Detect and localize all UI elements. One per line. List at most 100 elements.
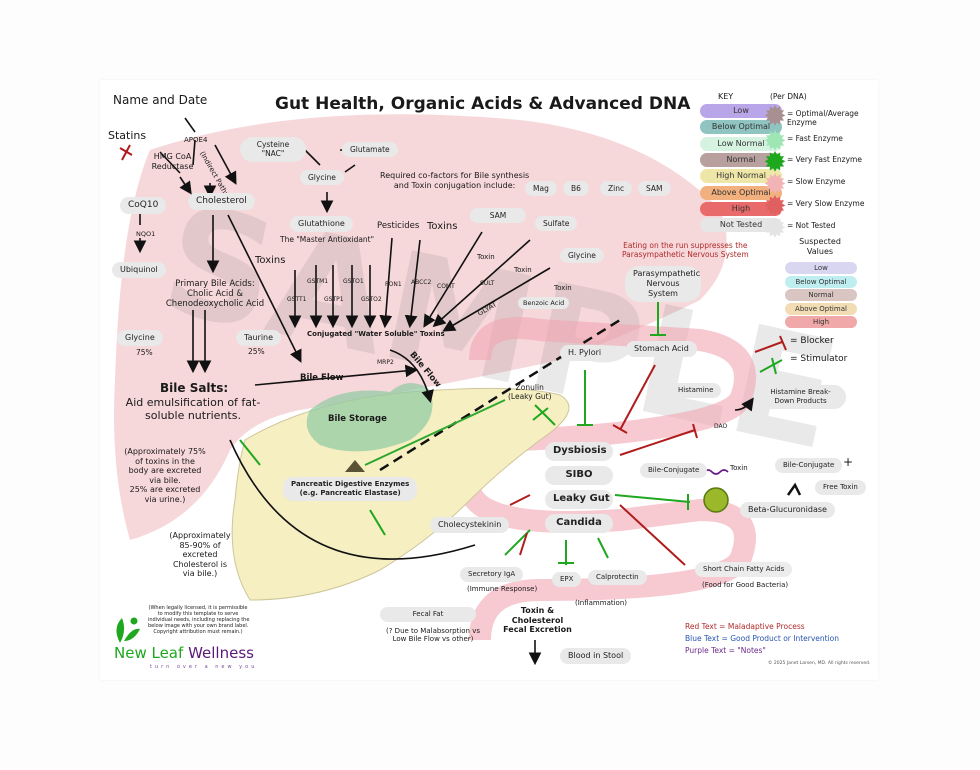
brand-name-green: New Leaf bbox=[114, 644, 184, 662]
statins-label: Statins bbox=[108, 129, 147, 142]
primary-bile-acids-line: Cholic Acid & bbox=[186, 289, 244, 300]
toxin-label-a: Toxin bbox=[477, 253, 495, 261]
key-item: High Normal bbox=[700, 169, 782, 184]
gsto2-enzyme: GSTO2 bbox=[361, 296, 382, 303]
free-toxin-node: Free Toxin bbox=[815, 480, 866, 495]
pancreatic-enzymes-node: Pancreatic Digestive Enzymes (e.g. Pancr… bbox=[283, 477, 418, 501]
conjugated-toxins-label: Conjugated "Water Soluble" Toxins bbox=[307, 330, 445, 338]
primary-bile-acids-line: Chenodeoxycholic Acid bbox=[165, 299, 265, 310]
brand-logo: New Leaf Wellness bbox=[114, 644, 254, 662]
fecal-fat-note-line: Low Bile Flow vs other) bbox=[392, 635, 474, 644]
name-and-date-label[interactable]: Name and Date bbox=[113, 93, 208, 107]
fecal-excretion-line: Toxin & bbox=[520, 606, 555, 615]
gstm1-enzyme: GSTM1 bbox=[307, 278, 329, 285]
bile-salts-line: soluble nutrients. bbox=[145, 409, 241, 423]
purple-text-legend: Purple Text = "Notes" bbox=[685, 646, 766, 655]
glycine-conj-node: Glycine bbox=[560, 248, 604, 264]
dao-enzyme: DAO bbox=[714, 423, 728, 430]
glutamate-node: Glutamate bbox=[342, 142, 398, 158]
cofactors-line: and Toxin conjugation include: bbox=[393, 180, 516, 190]
condition-dysbiosis: Dysbiosis bbox=[545, 442, 613, 461]
dna-key-label: = Not Tested bbox=[787, 221, 836, 230]
gstp1-enzyme: GSTP1 bbox=[324, 296, 344, 303]
secretory-iga-node: Secretory IgA bbox=[460, 567, 524, 582]
dna-key-label: = Optimal/Average Enzyme bbox=[787, 109, 859, 127]
cholesterol-node: Cholesterol bbox=[188, 193, 255, 211]
dna-key-label: = Very Slow Enzyme bbox=[787, 199, 865, 208]
cholesterol-note-line: excreted bbox=[182, 550, 218, 560]
calprotectin-node: Calprotectin bbox=[588, 570, 647, 585]
zonulin-label: Zonulin bbox=[515, 383, 544, 392]
benzoic-acid-node: Benzoic Acid bbox=[518, 297, 570, 310]
plus-sign: + bbox=[843, 455, 854, 469]
blocker-legend: = Blocker bbox=[790, 336, 834, 346]
nqo1-enzyme: NQO1 bbox=[136, 230, 156, 238]
page-title: Gut Health, Organic Acids & Advanced DNA bbox=[275, 94, 691, 114]
suspected-title-line: Values bbox=[806, 246, 834, 256]
fecal-fat-note-line: (? Due to Malabsorption vs bbox=[386, 627, 480, 635]
cofactors-note: Required co-factors for Bile synthesis a… bbox=[380, 171, 529, 190]
key-item: Normal bbox=[700, 152, 782, 167]
gallbladder-shape bbox=[306, 382, 433, 452]
license-note-line: to modify this template to serve bbox=[157, 611, 239, 617]
cholesterol-note-line: via bile.) bbox=[182, 569, 218, 579]
fecal-fat-note: (? Due to Malabsorption vs Low Bile Flow… bbox=[383, 627, 483, 644]
sam-node: SAM bbox=[470, 208, 526, 224]
toxin-label-b: Toxin bbox=[514, 266, 532, 274]
scfa-label: Short Chain Fatty Acids bbox=[703, 565, 785, 573]
bile-salts-line: Aid emulsification of fat- bbox=[125, 396, 261, 409]
dna-key-label: = Fast Enzyme bbox=[787, 134, 843, 143]
condition-candida: Candida bbox=[545, 514, 613, 533]
stimulator-legend: = Stimulator bbox=[790, 354, 848, 364]
master-antioxidant-label: The "Master Antioxidant" bbox=[280, 235, 375, 244]
beta-glucuronidase-node: Beta-Glucuronidase bbox=[740, 502, 835, 518]
enzyme-star-icon bbox=[763, 103, 787, 130]
comt-enzyme: COMT bbox=[437, 283, 455, 290]
toxin-label-c: Toxin bbox=[554, 284, 572, 292]
fecal-fat-node: Fecal Fat bbox=[380, 607, 476, 622]
pancreatic-line: (e.g. Pancreatic Elastase) bbox=[299, 488, 401, 497]
enzyme-star-icon bbox=[763, 149, 787, 176]
toxins-note-line: via urine.) bbox=[144, 494, 186, 504]
gsto1-enzyme: GSTO1 bbox=[343, 278, 364, 285]
bile-storage-label: Bile Storage bbox=[328, 414, 387, 424]
copyright-text: © 2025 Janet Larsen, MD. All rights rese… bbox=[768, 661, 871, 666]
taurine-node: Taurine bbox=[236, 330, 282, 346]
hmg-coa-enzyme: HMG CoA Reductase bbox=[151, 152, 194, 171]
bacteria-icon bbox=[703, 487, 729, 513]
pancreatic-line: Pancreatic Digestive Enzymes bbox=[291, 480, 410, 488]
scfa-note: (Food for Good Bacteria) bbox=[702, 581, 789, 589]
condition-leaky-gut: Leaky Gut bbox=[545, 490, 613, 509]
license-note-line: (When legally licensed, it is permissibl… bbox=[148, 605, 248, 611]
histamine-node: Histamine bbox=[670, 383, 722, 398]
sulfate-node: Sulfate bbox=[535, 216, 578, 232]
cofactor-mag: Mag bbox=[525, 181, 557, 197]
cholesterol-note-line: 85-90% of bbox=[179, 540, 221, 550]
brand-name-purple: Wellness bbox=[188, 644, 254, 662]
brand-tagline: turn over a new you bbox=[150, 664, 258, 670]
eating-note: Eating on the run suppresses the Parasym… bbox=[622, 241, 749, 259]
suspected-value-item: Above Optimal bbox=[785, 302, 857, 315]
sult-enzyme: SULT bbox=[480, 280, 495, 287]
glycine-percent: 75% bbox=[136, 348, 153, 357]
zonulin-node: Zonulin (Leaky Gut) bbox=[508, 383, 552, 401]
toxins-note-line: (Approximately 75% bbox=[124, 447, 206, 456]
pesticides-label: Pesticides bbox=[377, 221, 420, 231]
eating-note-line: Eating on the run suppresses the bbox=[623, 241, 748, 250]
eating-note-line: Parasympathetic Nervous System bbox=[622, 250, 749, 259]
key-item: Low Normal bbox=[700, 136, 782, 151]
key-item: Low bbox=[700, 104, 782, 118]
leaky-gut-paren: (Leaky Gut) bbox=[508, 392, 552, 401]
stomach-acid-node: Stomach Acid bbox=[626, 341, 697, 357]
key-item: Below Optimal bbox=[700, 120, 782, 135]
toxins-note-line: via bile. bbox=[149, 475, 181, 485]
scfa-node: Short Chain Fatty Acids bbox=[695, 562, 793, 577]
fecal-excretion-line: Fecal Excretion bbox=[503, 625, 572, 635]
epx-node: EPX bbox=[552, 572, 582, 587]
suspected-value-item: Below Optimal bbox=[785, 275, 857, 288]
suspected-title-line: Suspected bbox=[799, 237, 841, 246]
coq10-node: CoQ10 bbox=[120, 197, 167, 215]
dna-key-label: = Slow Enzyme bbox=[787, 177, 846, 186]
